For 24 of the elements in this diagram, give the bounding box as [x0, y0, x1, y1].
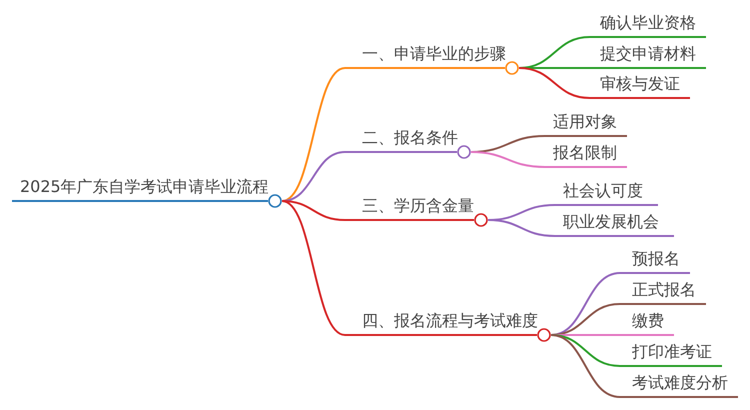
branch-connector [282, 200, 346, 221]
topic-text: 确认毕业资格 [600, 13, 696, 33]
topic-text: 二、报名条件 [362, 128, 458, 148]
topic-text: 缴费 [632, 311, 664, 331]
branch-connector [282, 67, 346, 202]
topic-text: 报名限制 [553, 143, 617, 163]
branch-connector [518, 67, 590, 99]
branch-connector [470, 151, 546, 168]
topic-text: 提交申请材料 [600, 44, 696, 64]
branch-connector [282, 200, 346, 336]
topic-text: 正式报名 [632, 280, 696, 300]
topic-text: 四、报名流程与考试难度 [362, 311, 538, 331]
topic-text: 适用对象 [553, 112, 617, 132]
branch-connector [488, 219, 556, 237]
topic-text: 一、申请毕业的步骤 [362, 44, 506, 64]
topic-text: 三、学历含金量 [362, 196, 474, 216]
branch-connector [550, 334, 620, 398]
topic-text: 审核与发证 [600, 74, 680, 94]
topic-text: 考试难度分析 [632, 373, 728, 393]
topic-text: 打印准考证 [632, 342, 712, 362]
topic-text: 职业发展机会 [563, 212, 659, 232]
topic-text: 预报名 [632, 249, 680, 269]
topic-text: 社会认可度 [563, 181, 643, 201]
topic-text: 2025年广东自学考试申请毕业流程 [20, 177, 269, 197]
